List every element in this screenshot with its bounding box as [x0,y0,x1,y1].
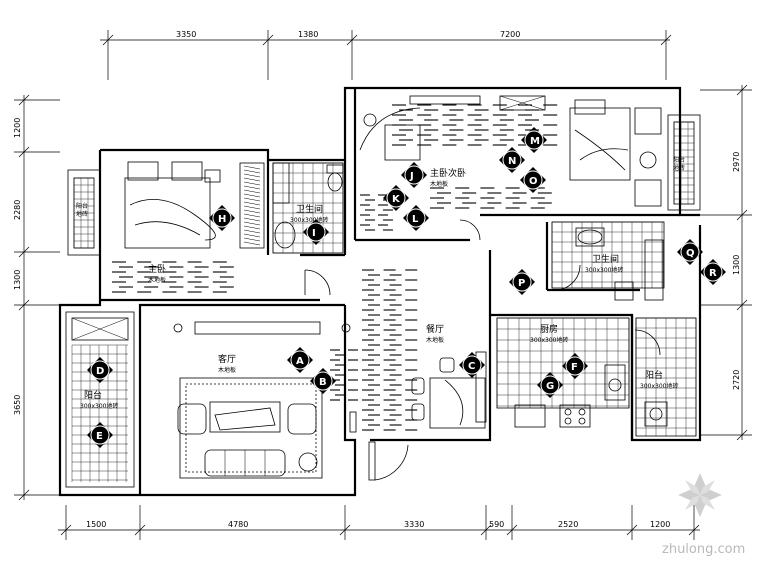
dim-top-2: 1380 [298,30,318,39]
svg-text:D: D [96,366,104,377]
svg-text:M: M [530,136,540,147]
note-kitchen: 300x300地砖 [530,336,568,344]
dim-right-2: 1300 [732,255,741,275]
kitchen-appliances [514,364,668,428]
note-living-room: 木地板 [218,366,236,374]
svg-text:H: H [218,214,226,225]
view-marker-c: C [459,352,485,378]
svg-text:E: E [96,431,103,442]
svg-text:C: C [468,361,475,372]
view-marker-q: Q [677,239,703,265]
view-marker-d: D [87,357,113,383]
balcony-right-top [667,114,701,211]
master-bed [124,161,221,249]
dim-left-3: 1300 [13,270,22,290]
label-balcony-top-right: 阳台 [673,156,685,164]
dim-right-1: 2970 [732,152,741,172]
second-bed [569,99,662,207]
note-dining-room: 木地板 [426,336,444,344]
view-marker-i: I [303,219,329,245]
label-second-bedroom: 主卧次卧 [430,167,466,179]
bathroom-1 [272,162,344,254]
view-marker-e: E [87,422,113,448]
view-marker-f: F [562,353,588,379]
label-balcony-right: 阳台 [645,369,663,381]
wardrobe-master [239,162,265,249]
dim-top-3: 7200 [500,30,520,39]
label-balcony-top-left: 阳台 [76,202,88,210]
svg-text:O: O [529,176,538,187]
view-marker-n: N [499,147,525,173]
watermark-text: zhulong.com [662,542,745,557]
dim-right-3: 2720 [732,370,741,390]
note-balcony-right: 300x300地砖 [640,382,678,390]
view-marker-j: J [401,162,427,188]
note-balcony-left: 300x300地砖 [80,402,118,410]
label-bath-2: 卫生间 [592,253,619,265]
dim-bottom-5: 2520 [558,520,578,529]
zhulong-flower-logo [678,473,722,517]
label-bath-1: 卫生间 [296,203,323,215]
svg-text:R: R [709,268,717,279]
dim-bottom-2: 4780 [228,520,248,529]
dim-bottom-6: 1200 [650,520,670,529]
view-marker-l: L [403,205,429,231]
svg-text:B: B [319,377,327,388]
view-marker-p: P [509,269,535,295]
kitchen-floor [496,317,630,409]
label-balcony-left: 阳台 [84,389,102,401]
label-dining-room: 餐厅 [426,323,444,335]
view-marker-h: H [209,205,235,231]
desk-second-bedroom [359,95,546,161]
dim-bottom-1: 1500 [86,520,106,529]
note-master-bedroom: 木地板 [148,276,166,284]
label-kitchen: 厨房 [540,323,558,335]
dim-left-1: 1200 [13,118,22,138]
dining-table [411,351,487,429]
sofa-set [173,321,351,479]
note-second-bedroom: 木地板 [430,180,448,188]
view-marker-o: O [520,167,546,193]
watermark: zhulong.com [662,473,745,557]
svg-text:G: G [546,381,554,392]
view-marker-k: K [383,185,409,211]
dim-left-2: 2280 [13,200,22,220]
svg-text:F: F [571,362,578,373]
view-markers: A B C D E F G H I J KL M N O P Q R [87,127,726,448]
note-balcony-top-right: 地砖 [673,164,685,172]
dim-bottom-3: 3330 [404,520,424,529]
svg-text:N: N [508,156,516,167]
svg-text:A: A [296,356,304,367]
note-balcony-top-left: 地砖 [76,210,88,218]
doors [304,219,661,481]
label-master-bedroom: 主卧 [148,263,166,275]
view-marker-r: R [700,259,726,285]
view-marker-b: B [310,368,336,394]
room-labels: 主卧 木地板 主卧次卧 木地板 客厅 木地板 餐厅 木地板 厨房 300x300… [76,156,685,410]
dim-top-1: 3350 [176,30,196,39]
balcony-right-bottom [635,317,697,437]
balcony-left-top [67,169,101,256]
view-marker-m: M [521,127,547,153]
note-bath-1: 300x300地砖 [290,216,328,224]
svg-text:L: L [412,214,419,225]
view-marker-a: A [287,347,313,373]
dim-left-4: 3650 [13,395,22,415]
walls [58,86,702,497]
svg-text:I: I [312,228,316,239]
svg-text:Q: Q [686,248,695,259]
view-marker-g: G [537,372,563,398]
dim-bottom-4: 590 [489,520,504,529]
dimension-labels: 3350 1380 7200 1500 4780 3330 590 2520 1… [13,30,741,529]
svg-text:K: K [392,194,401,205]
label-living-room: 客厅 [218,353,236,365]
note-bath-2: 300x300地砖 [585,266,623,274]
bathroom-2 [551,221,665,301]
dimension-lines [14,30,752,540]
svg-text:J: J [409,171,414,182]
svg-text:P: P [518,278,525,289]
floor-hatching [112,104,558,431]
